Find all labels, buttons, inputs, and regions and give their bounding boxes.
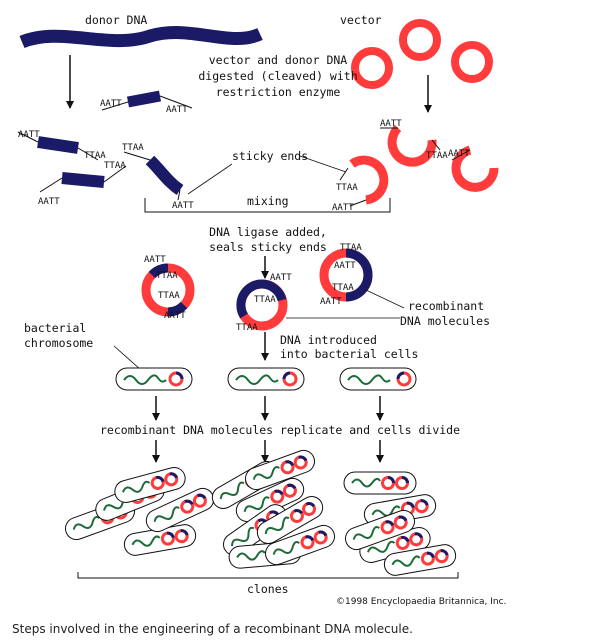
- vector-plasmid: [351, 47, 393, 89]
- sticky-seq: TTAA: [332, 283, 354, 293]
- sticky-seq: TTAA: [426, 151, 448, 161]
- clone-cells: [65, 449, 457, 576]
- bacterial-cell: [227, 367, 305, 391]
- clone-cell: [245, 449, 315, 491]
- clone-cell: [114, 467, 186, 503]
- recombinant-label: DNA molecules: [400, 314, 490, 328]
- donor-fragment: [145, 155, 184, 195]
- cut-vector: [387, 124, 437, 167]
- digest-text-line: digested (cleaved) with: [198, 69, 357, 83]
- sticky-seq: TTAA: [254, 295, 276, 305]
- sticky-ends-leader: [187, 163, 233, 195]
- bacterial-cell: [115, 367, 193, 391]
- bacterial-chromosome-label: bacterial: [24, 321, 86, 335]
- sticky-end-line: [101, 95, 193, 111]
- sticky-seq: AATT: [380, 119, 402, 129]
- donor-dna-strand: [19, 26, 263, 49]
- sticky-seq: TTAA: [84, 151, 106, 161]
- clones-bracket: [77, 572, 459, 579]
- vector-label: vector: [340, 13, 382, 27]
- sticky-seq: AATT: [38, 197, 60, 207]
- sticky-seq: TTAA: [104, 161, 126, 171]
- clone-cell: [343, 471, 417, 495]
- sticky-end-line: [123, 151, 181, 201]
- digest-text-line: vector and donor DNA: [209, 53, 348, 67]
- sticky-end-line: [451, 149, 471, 161]
- donor-fragment: [61, 172, 105, 188]
- sticky-seq: AATT: [18, 130, 40, 140]
- recombinant-label: recombinant: [408, 299, 484, 313]
- ligase-label: DNA ligase added,: [209, 225, 327, 239]
- sticky-seq: AATT: [334, 261, 356, 271]
- donor-fragment: [37, 136, 79, 154]
- clone-cell: [123, 524, 197, 556]
- dna-introduced-label: into bacterial cells: [280, 347, 418, 361]
- donor-insert: [345, 248, 373, 302]
- digest-text-line: restriction enzyme: [216, 85, 341, 99]
- mixing-bracket: [144, 198, 391, 213]
- donor-fragment: [126, 90, 162, 108]
- dna-introduced-label: DNA introduced: [280, 333, 377, 347]
- sticky-seq: TTAA: [340, 243, 362, 253]
- sticky-ends-label: sticky ends: [232, 149, 308, 163]
- clone-cell: [383, 544, 457, 576]
- bacterial-cell: [339, 367, 417, 391]
- clone-cell: [265, 524, 335, 566]
- replicate-label: recombinant DNA molecules replicate and …: [100, 423, 460, 437]
- sticky-seq: AATT: [448, 149, 470, 159]
- vector-plasmid: [399, 19, 441, 61]
- recombinant-leader: [365, 289, 405, 309]
- sticky-seq: TTAA: [336, 183, 358, 193]
- sticky-seq: AATT: [144, 255, 166, 265]
- sticky-end-line: [380, 127, 441, 151]
- sticky-seq: TTAA: [158, 291, 180, 301]
- donor-insert: [167, 301, 188, 317]
- sticky-seq: AATT: [172, 201, 194, 211]
- sticky-seq: AATT: [332, 203, 354, 213]
- sticky-ends-leader: [299, 155, 347, 173]
- sticky-seq: AATT: [164, 311, 186, 321]
- cut-vector: [451, 145, 499, 192]
- mixing-label: mixing: [247, 194, 289, 208]
- clone-cell: [235, 477, 305, 523]
- clone-cell: [345, 509, 415, 551]
- copyright-text: ©1998 Encyclopaedia Britannica, Inc.: [336, 597, 506, 607]
- sticky-seq: AATT: [100, 99, 122, 109]
- sticky-seq: TTAA: [122, 143, 144, 153]
- donor-insert: [148, 263, 169, 279]
- sticky-seq: AATT: [166, 105, 188, 115]
- sticky-seq: TTAA: [156, 271, 178, 281]
- sticky-seq: AATT: [270, 273, 292, 283]
- clone-cell: [145, 487, 215, 533]
- donor-insert: [236, 279, 287, 319]
- sticky-end-line: [39, 165, 127, 193]
- clone-cell: [256, 496, 324, 544]
- sticky-seq: TTAA: [236, 323, 258, 333]
- figure-caption: Steps involved in the engineering of a r…: [12, 622, 413, 636]
- donor-dna-label: donor DNA: [85, 13, 147, 27]
- sticky-seq: AATT: [320, 297, 342, 307]
- sticky-end-line: [339, 167, 367, 207]
- ligase-label: seals sticky ends: [209, 240, 327, 254]
- vector-plasmid: [451, 41, 493, 83]
- cut-vector: [349, 155, 389, 205]
- sticky-end-line: [17, 131, 99, 161]
- bacterial-chromosome-label: chromosome: [24, 336, 93, 350]
- clones-label: clones: [247, 582, 289, 596]
